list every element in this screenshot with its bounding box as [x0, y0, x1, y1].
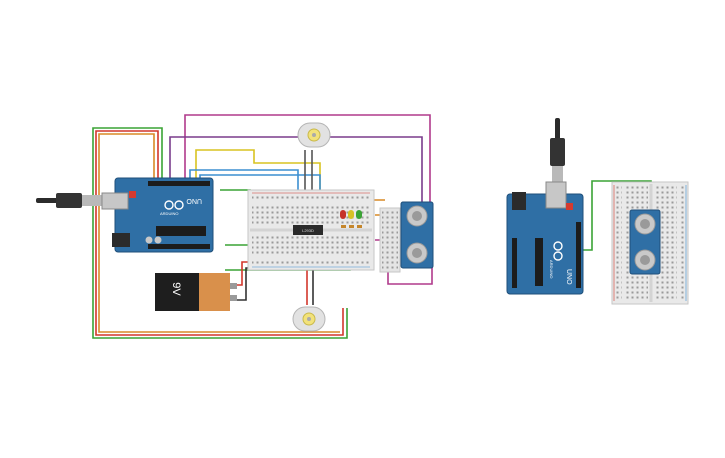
ultrasonic-sensor-right[interactable] — [629, 209, 661, 275]
led-group — [340, 210, 362, 228]
arduino-logo-left — [164, 200, 184, 210]
arduino-brand-label-right: ARDUINO — [549, 260, 554, 278]
ultrasonic-sensor-left[interactable] — [400, 201, 434, 269]
chip-label: L293D — [302, 228, 314, 233]
usb-cable-right — [550, 118, 565, 184]
arduino-uno-left[interactable]: UNO ARDUINO — [101, 177, 214, 253]
mini-breadboard-left[interactable] — [379, 207, 401, 273]
arduino-model-label-left: UNO — [186, 197, 202, 204]
battery-9v[interactable]: 9V — [155, 273, 237, 311]
arduino-brand-label-left: ARDUINO — [160, 211, 178, 216]
battery-label: 9V — [170, 282, 182, 296]
arduino-logo-right — [553, 241, 563, 261]
led-yellow[interactable] — [348, 210, 354, 228]
left-circuit: UNO ARDUINO 9V L293D — [36, 114, 434, 339]
arduino-model-label-right: UNO — [565, 269, 572, 285]
led-green[interactable] — [356, 210, 362, 228]
usb-cable-left — [36, 193, 102, 208]
arduino-uno-right[interactable]: UNO ARDUINO — [506, 181, 584, 295]
led-red[interactable] — [340, 210, 346, 228]
motor-top[interactable] — [297, 122, 331, 148]
motor-driver-chip[interactable]: L293D — [293, 225, 323, 235]
right-circuit: UNO ARDUINO — [506, 118, 689, 305]
motor-bottom[interactable] — [292, 306, 326, 332]
